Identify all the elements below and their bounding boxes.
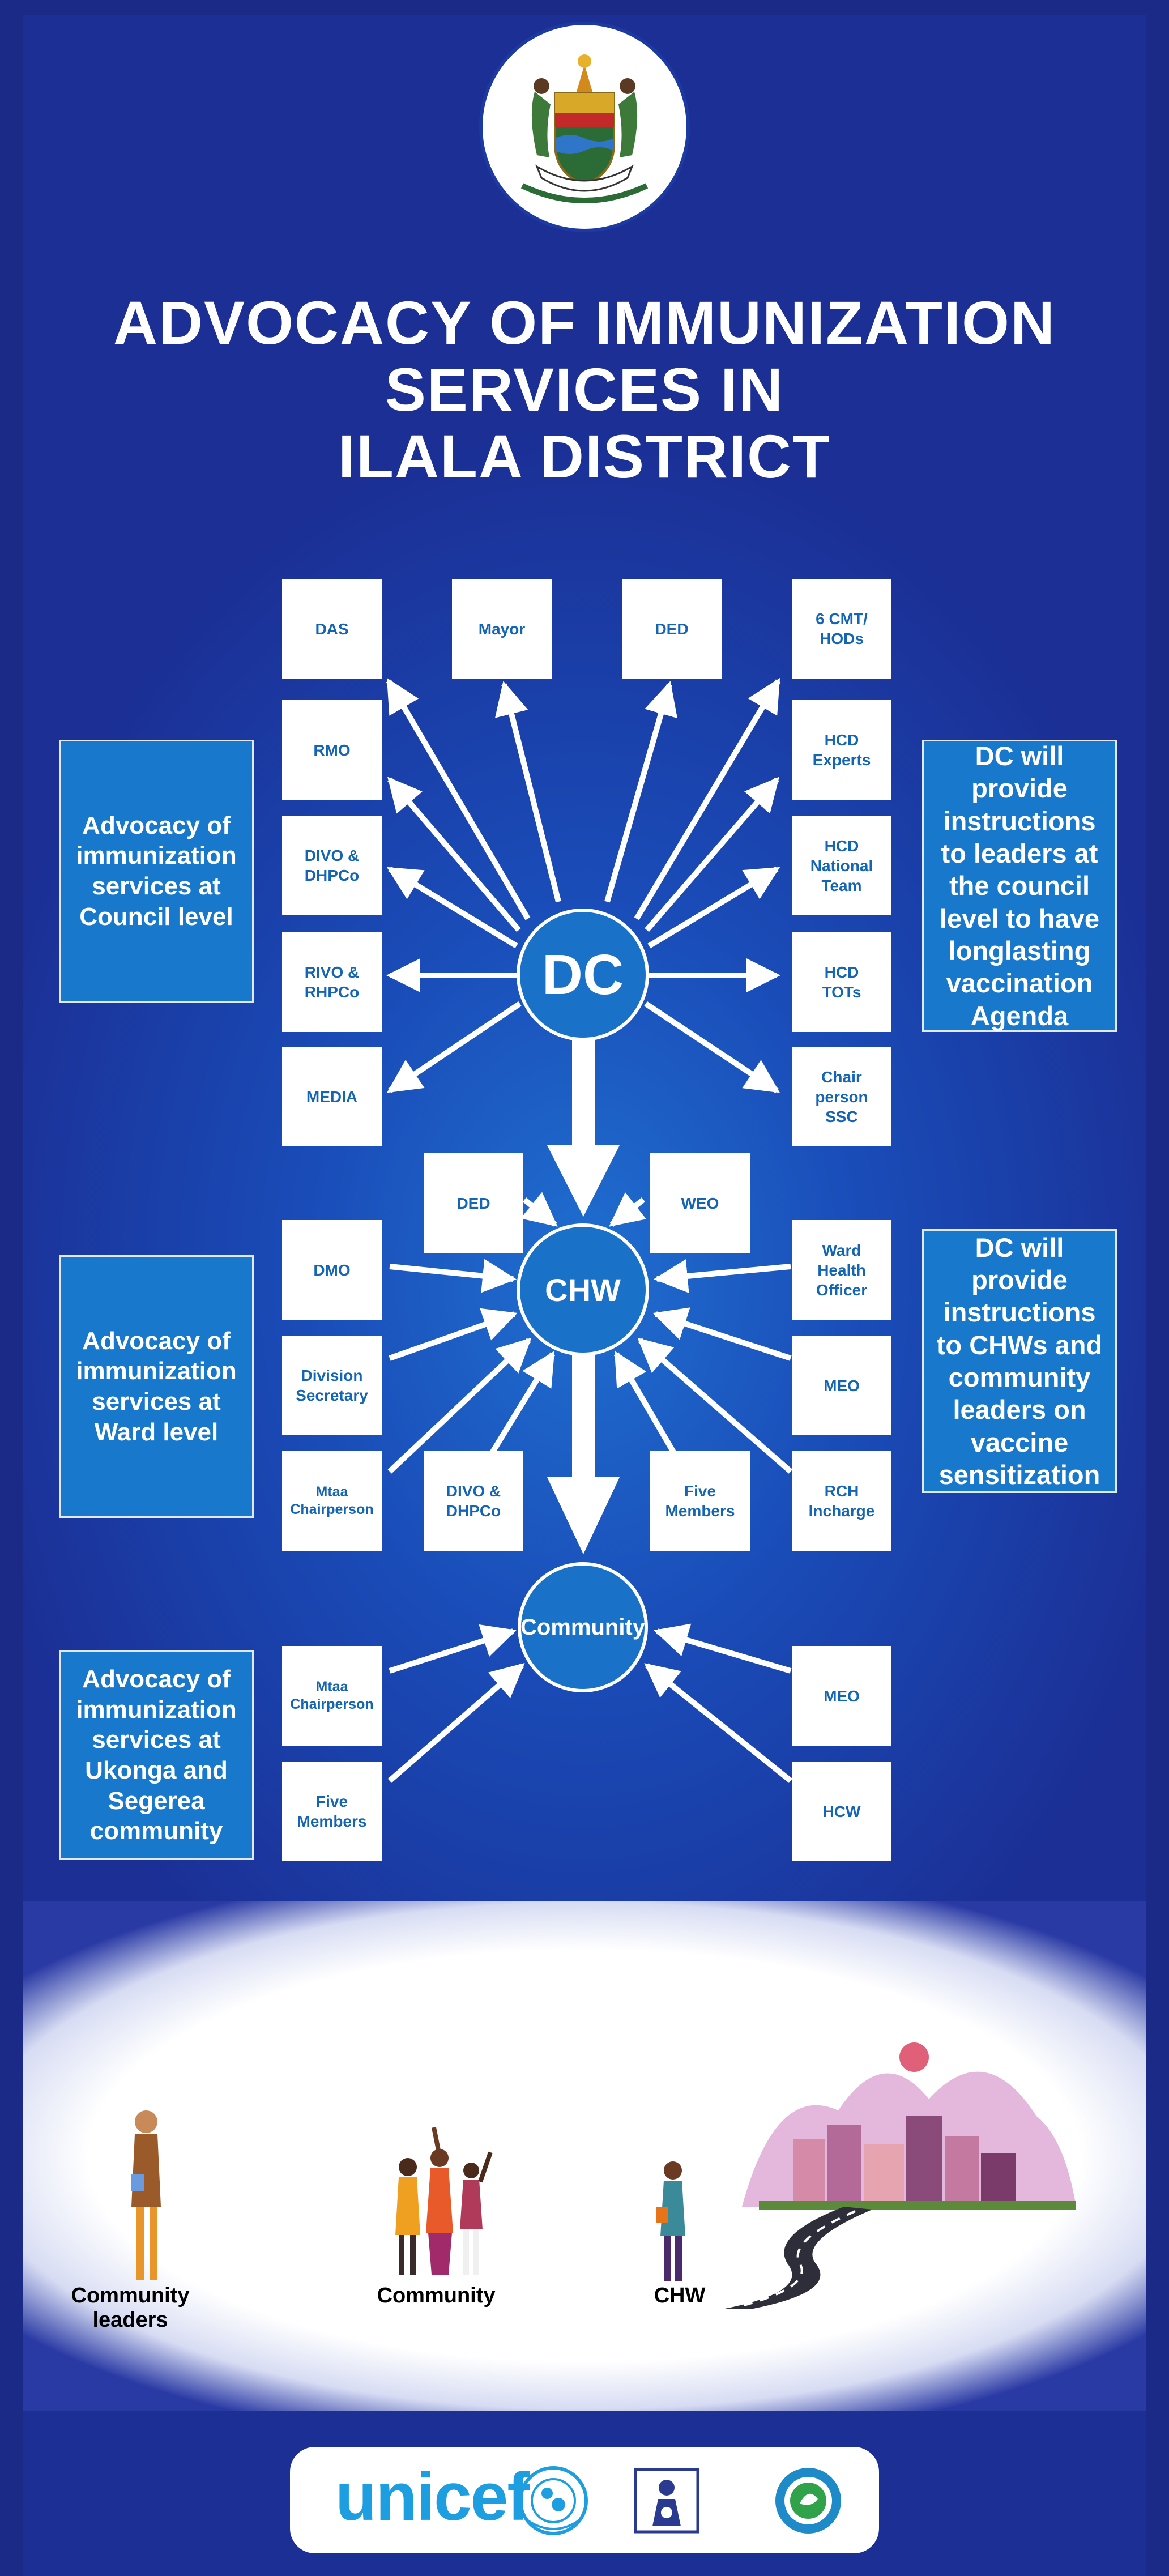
box-community-five-members: Five Members (282, 1762, 382, 1861)
box-rmo: RMO (282, 700, 382, 800)
city-road-illustration (725, 2042, 1076, 2309)
box-hcw: HCW (792, 1762, 891, 1861)
community-leader-figure (131, 2110, 161, 2280)
box-community-meo: MEO (792, 1646, 891, 1746)
note-community-level: Advocacy of immunization services at Uko… (59, 1650, 254, 1860)
chw-figure (656, 2161, 685, 2281)
box-ded: DED (622, 579, 722, 679)
box-ward-five-members: Five Members (650, 1451, 750, 1551)
title-line-3: ILALA DISTRICT (338, 422, 831, 491)
arrow-dc-chairperson (644, 1001, 780, 1094)
health-promotion-seal-icon (775, 2468, 841, 2534)
arrow-five-chw (613, 1350, 684, 1466)
box-community-mtaa-chairperson: Mtaa Chairperson (282, 1646, 382, 1746)
box-media: MEDIA (282, 1047, 382, 1146)
community-group-figure (395, 2127, 493, 2275)
hub-community: Community (518, 1562, 648, 1692)
arrow-dc-hcd-experts (645, 777, 779, 932)
box-weo: WEO (650, 1153, 750, 1253)
note-ward-instructions: DC will provide instructions to CHWs and… (922, 1229, 1117, 1493)
box-hcd-national-team: HCD National Team (792, 816, 891, 915)
arrow-dc-mayor (494, 681, 561, 903)
box-6-cmt-hods: 6 CMT/ HODs (792, 579, 891, 679)
box-chairperson-ssc: Chair person SSC (792, 1047, 891, 1146)
arrow-dmo-chw (389, 1259, 517, 1293)
box-ward-mtaa-chairperson: Mtaa Chairperson (282, 1451, 382, 1551)
coat-of-arms-icon (494, 36, 675, 217)
hub-dc: DC (517, 909, 649, 1041)
arrow-meo-community (654, 1623, 792, 1674)
hub-chw: CHW (517, 1223, 649, 1356)
arrow-five-community (387, 1663, 525, 1783)
box-mayor: Mayor (452, 579, 552, 679)
arrow-weo-chw (609, 1192, 646, 1227)
arrow-who-chw (654, 1259, 791, 1293)
box-divo-dhpco: DIVO & DHPCo (282, 816, 382, 915)
arrow-dc-ded (604, 681, 677, 903)
illustration-panel: Community leaders Community CHW (23, 1901, 1146, 2411)
note-council-level: Advocacy of immunization services at Cou… (59, 740, 254, 1003)
arrow-dc-hcd-national (647, 866, 780, 949)
arrow-division-chw (389, 1308, 518, 1361)
note-council-instructions: DC will provide instructions to leaders … (922, 740, 1117, 1032)
arrow-rch-chw (637, 1338, 793, 1474)
arrow-dc-das (386, 677, 531, 920)
box-ward-divo-dhpco: DIVO & DHPCo (424, 1451, 523, 1551)
arrow-dc-rmo (387, 777, 521, 932)
title-line-2: SERVICES IN (385, 355, 784, 424)
arrow-meo-chw (652, 1307, 792, 1361)
box-das: DAS (282, 579, 382, 679)
box-division-secretary: Division Secretary (282, 1336, 382, 1435)
footer-logos: unicef (290, 2447, 879, 2553)
arrow-ded-chw (520, 1192, 558, 1227)
coat-of-arms-emblem (483, 25, 686, 229)
box-rivo-rhpco: RIVO & RHPCo (282, 932, 382, 1032)
arrow-chw-to-community (547, 1341, 620, 1554)
arrow-dc-6cmt (634, 677, 781, 920)
note-ward-level: Advocacy of immunization services at War… (59, 1255, 254, 1518)
arrow-mtaa-community (389, 1624, 517, 1674)
unicef-wordmark: unicef (335, 2459, 530, 2535)
box-hcd-tots: HCD TOTs (792, 932, 891, 1032)
arrow-dc-media (387, 1001, 522, 1094)
arrow-dc-divo (386, 866, 518, 949)
unicef-emblem-icon (519, 2466, 588, 2535)
family-health-logo-icon (634, 2468, 699, 2534)
box-ward-meo: MEO (792, 1336, 891, 1435)
box-dmo: DMO (282, 1220, 382, 1320)
people-illustration (131, 2042, 1076, 2309)
box-ward-ded: DED (424, 1153, 523, 1253)
box-rch-incharge: RCH Incharge (792, 1451, 891, 1551)
arrow-dc-to-chw (547, 1025, 620, 1217)
box-hcd-experts: HCD Experts (792, 700, 891, 800)
title-line-1: ADVOCACY OF IMMUNIZATION (113, 288, 1056, 357)
caption-community: Community (377, 2284, 496, 2308)
arrow-mtaa-chw (387, 1337, 532, 1474)
caption-community-leaders: Community leaders (71, 2284, 190, 2332)
box-ward-health-officer: Ward Health Officer (792, 1220, 891, 1320)
arrow-divo-ward-chw (482, 1350, 556, 1466)
caption-chw: CHW (654, 2284, 706, 2308)
arrow-hcw-community (644, 1663, 793, 1783)
